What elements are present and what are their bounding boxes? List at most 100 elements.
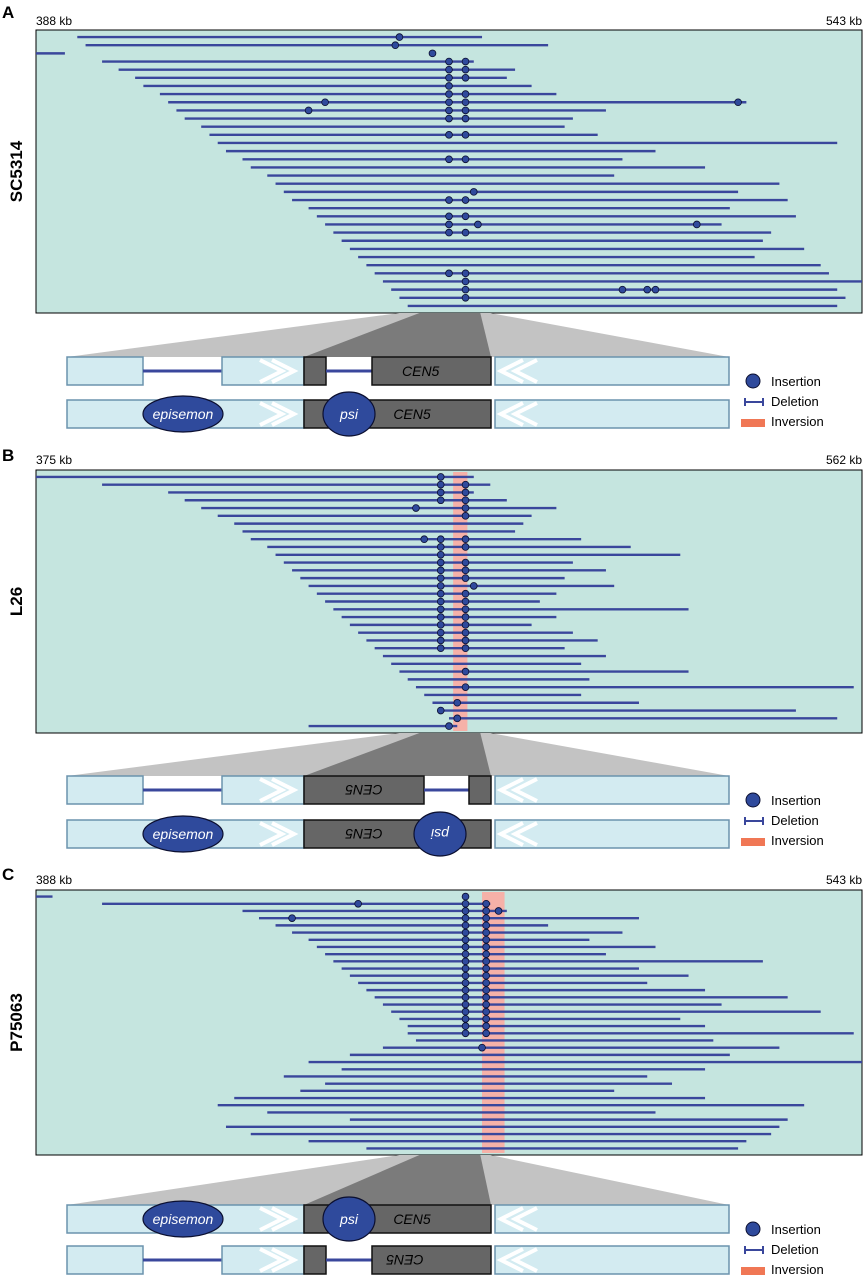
psi-insertion (322, 1196, 376, 1242)
insertion-marker (461, 504, 470, 512)
insertion-marker (461, 293, 470, 302)
insertion-marker (288, 914, 296, 922)
chevron-left-icon (496, 777, 524, 803)
insertion-marker (445, 212, 453, 221)
episemon-insertion (142, 815, 224, 853)
insertion-marker (461, 212, 470, 221)
centromere-segment (468, 775, 492, 805)
chromosome-block (66, 1245, 144, 1275)
insertion-marker (436, 628, 445, 637)
insertion-marker (461, 892, 470, 901)
insertion-marker (445, 90, 453, 98)
panel-letter: B (2, 446, 14, 465)
read-plot-area (35, 889, 863, 1156)
insertion-marker (461, 57, 470, 66)
psi-label: psi (339, 406, 359, 422)
insertion-marker (453, 698, 462, 707)
insertion-marker (651, 285, 660, 294)
insertion-marker (482, 986, 490, 994)
insertion-marker (461, 277, 470, 286)
cen-label: CEN5 (393, 406, 431, 422)
insertion-marker (461, 921, 470, 930)
insertion-marker (482, 914, 490, 922)
insertion-marker (354, 899, 362, 908)
cen-label: CEN5 (393, 1211, 431, 1227)
insertion-marker (428, 49, 437, 58)
chevron-left-icon (496, 358, 524, 384)
zoom-wedge-cen (304, 313, 491, 357)
insertion-marker (445, 220, 453, 229)
chevron-left-icon (510, 777, 538, 803)
insertion-marker (482, 1007, 490, 1016)
insertion-marker (461, 106, 470, 115)
chromosome-block (494, 399, 730, 429)
legend-insertion-icon (745, 1221, 761, 1237)
legend-inversion-label: Inversion (771, 1262, 824, 1277)
episemon-label: episemon (153, 406, 214, 422)
insertion-marker (436, 574, 445, 582)
insertion-marker (461, 644, 470, 653)
psi-label: psi (430, 826, 450, 842)
insertion-marker (436, 566, 445, 575)
insertion-marker (461, 155, 470, 164)
insertion-marker (436, 589, 445, 598)
insertion-marker (461, 589, 470, 598)
insertion-marker (482, 971, 490, 980)
insertion-marker (412, 504, 420, 512)
strain-label: L26 (7, 587, 26, 616)
insertion-marker (461, 535, 470, 543)
episemon-label: episemon (153, 826, 214, 842)
insertion-marker (482, 950, 490, 958)
legend-inversion-label: Inversion (771, 414, 824, 429)
insertion-marker (482, 1000, 490, 1009)
insertion-marker (461, 90, 470, 98)
insertion-marker (436, 488, 445, 497)
episemon-insertion (142, 395, 224, 433)
chevron-right-icon (271, 401, 299, 427)
right-coordinate: 562 kb (826, 453, 862, 467)
strain-label: P75063 (7, 993, 26, 1052)
chevron-right-icon (271, 1247, 299, 1273)
insertion-marker (482, 899, 490, 908)
chevron-left-icon (496, 401, 524, 427)
insertion-marker (461, 993, 470, 1002)
insertion-marker (461, 950, 470, 958)
insertion-marker (436, 558, 445, 567)
insertion-marker (461, 98, 470, 107)
chevron-right-icon (271, 358, 299, 384)
chromosome-block (494, 819, 730, 849)
right-coordinate: 543 kb (826, 873, 862, 887)
insertion-marker (461, 1029, 470, 1038)
insertion-marker (482, 1022, 490, 1030)
insertion-marker (461, 613, 470, 621)
insertion-marker (461, 114, 470, 123)
chromosome-schematic-deletion: CEN5 (66, 1245, 730, 1275)
chevron-right-icon (259, 777, 287, 803)
insertion-marker (445, 269, 453, 278)
insertion-marker (461, 496, 470, 505)
insertion-marker (445, 57, 453, 66)
insertion-marker (436, 480, 445, 489)
psi-label: psi (339, 1211, 359, 1227)
episemon-insertion (142, 1200, 224, 1238)
insertion-marker (461, 512, 470, 520)
insertion-marker (469, 188, 478, 196)
chevron-right-icon (271, 777, 299, 803)
insertion-marker (461, 558, 470, 567)
zoom-wedge-cen (304, 1155, 491, 1205)
insertion-marker (436, 621, 445, 629)
zoom-wedge-cen (304, 733, 491, 776)
insertion-marker (461, 621, 470, 629)
centromere-block (371, 356, 492, 386)
insertion-marker (461, 1022, 470, 1030)
insertion-marker (482, 1029, 490, 1038)
insertion-marker (445, 98, 453, 107)
insertion-marker (482, 964, 490, 973)
insertion-marker (482, 943, 490, 951)
insertion-marker (482, 979, 490, 987)
insertion-marker (445, 74, 453, 82)
left-coordinate: 388 kb (36, 14, 72, 28)
insertion-marker (469, 582, 478, 590)
insertion-marker (445, 82, 453, 90)
